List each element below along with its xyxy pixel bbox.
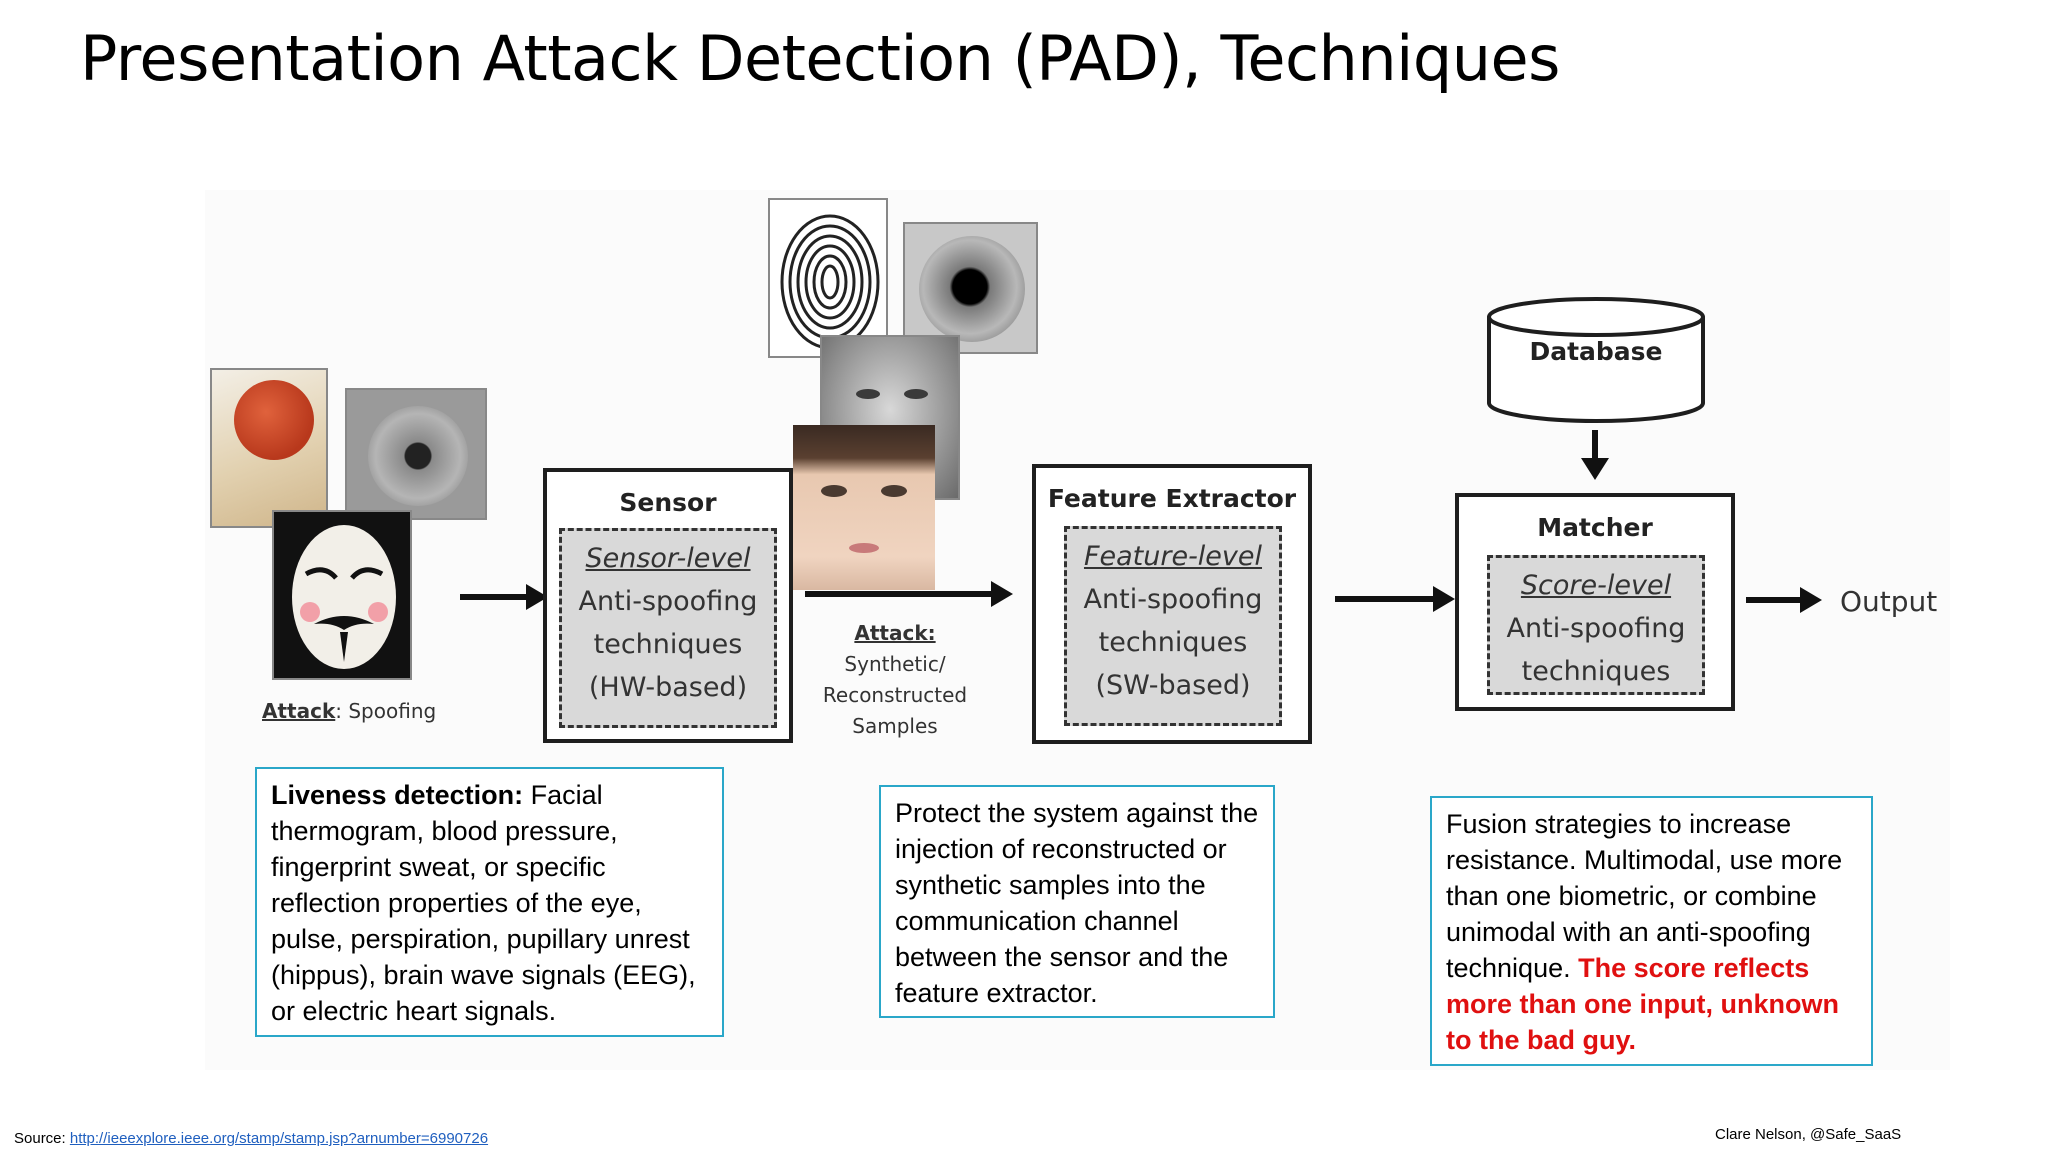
sensor-level-label: Sensor-level: [585, 543, 751, 574]
attack-mid-line2: Reconstructed: [822, 683, 968, 707]
matcher-line1: Anti-spoofing: [1506, 613, 1686, 644]
mask-image: [272, 510, 412, 680]
injection-text: Protect the system against the injection…: [895, 798, 1259, 1008]
arrow-to-extractor: [805, 581, 1013, 607]
extractor-line1: Anti-spoofing: [1083, 584, 1263, 615]
attack-synthetic-label: Attack: Synthetic/ Reconstructed Samples: [805, 618, 985, 742]
fake-finger-image: [210, 368, 328, 528]
score-level-label: Score-level: [1520, 570, 1672, 601]
matcher-box: Matcher Score-level Anti-spoofing techni…: [1455, 493, 1735, 711]
sensor-line3: (HW-based): [588, 672, 748, 703]
fingerprint-image: [768, 198, 888, 358]
attack-rest: : Spoofing: [335, 699, 437, 723]
extractor-title: Feature Extractor: [1047, 484, 1297, 513]
matcher-line2: techniques: [1521, 656, 1671, 687]
slide-title: Presentation Attack Detection (PAD), Tec…: [80, 22, 1560, 95]
arrow-db-head: [1581, 458, 1609, 480]
sensor-title: Sensor: [619, 488, 717, 517]
reconstructed-iris-image: [903, 222, 1038, 354]
attack-mid-bold: Attack:: [854, 621, 936, 645]
sensor-box: Sensor Sensor-level Anti-spoofing techni…: [543, 468, 793, 743]
matcher-title: Matcher: [1537, 513, 1653, 542]
sensor-level-box: Sensor-level Anti-spoofing techniques (H…: [559, 528, 777, 728]
arrow-to-output: [1746, 587, 1822, 613]
arrow-db-to-matcher: [1592, 430, 1598, 460]
arrow-to-matcher: [1335, 586, 1455, 612]
database-cylinder: Database: [1485, 295, 1707, 425]
source-link[interactable]: http://ieeexplore.ieee.org/stamp/stamp.j…: [69, 1130, 489, 1147]
sensor-line1: Anti-spoofing: [578, 586, 758, 617]
arrow-to-sensor: [460, 584, 548, 610]
face-photo-image: [793, 425, 935, 590]
attack-bold: Attack: [262, 699, 336, 723]
database-label: Database: [1529, 337, 1663, 366]
fusion-description-box: Fusion strategies to increase resistance…: [1430, 796, 1873, 1066]
source-citation: Source: http://ieeexplore.ieee.org/stamp…: [14, 1130, 488, 1147]
attack-mid-line1: Synthetic/: [844, 652, 946, 676]
fusion-text: Fusion strategies to increase resistance…: [1446, 809, 1843, 983]
fake-iris-image: [345, 388, 487, 520]
liveness-bold: Liveness detection:: [271, 780, 524, 810]
injection-description-box: Protect the system against the injection…: [879, 785, 1275, 1018]
source-label: Source:: [14, 1130, 70, 1147]
extractor-line2: techniques: [1098, 627, 1248, 658]
feature-extractor-box: Feature Extractor Feature-level Anti-spo…: [1032, 464, 1312, 744]
sensor-line2: techniques: [593, 629, 743, 660]
extractor-line3: (SW-based): [1095, 670, 1251, 701]
output-label: Output: [1840, 585, 1938, 618]
author-credit: Clare Nelson, @Safe_SaaS: [1715, 1126, 1902, 1143]
liveness-text: Facial thermogram, blood pressure, finge…: [271, 780, 696, 1026]
feature-level-box: Feature-level Anti-spoofing techniques (…: [1064, 526, 1282, 726]
attack-mid-line3: Samples: [852, 714, 938, 738]
fusion-highlight: The score reflects more than one input, …: [1446, 953, 1839, 1055]
liveness-description-box: Liveness detection: Facial thermogram, b…: [255, 767, 724, 1037]
feature-level-label: Feature-level: [1083, 541, 1263, 572]
attack-spoofing-label: Attack: Spoofing: [262, 696, 436, 727]
score-level-box: Score-level Anti-spoofing techniques: [1487, 555, 1705, 695]
